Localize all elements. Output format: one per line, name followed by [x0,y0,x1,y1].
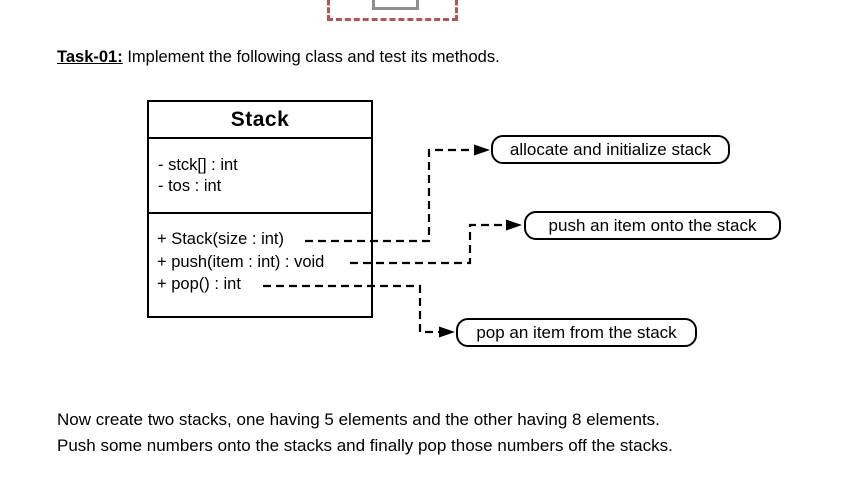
task-heading-label: Task-01: [57,48,123,66]
callout-allocate: allocate and initialize stack [491,135,730,164]
uml-class-title: Stack [149,102,371,139]
uml-method-push: + push(item : int) : void [157,252,325,271]
footer-paragraph: Now create two stacks, one having 5 elem… [57,407,673,459]
footer-line-1: Now create two stacks, one having 5 elem… [57,410,660,429]
connector-allocate-arrowhead [474,144,490,156]
uml-attribute-tos: - tos : int [158,177,222,195]
footer-line-2: Push some numbers onto the stacks and fi… [57,436,673,455]
connector-push-arrowhead [506,219,522,231]
uml-attribute-stck: - stck[] : int [158,156,238,174]
task-heading-text: Implement the following class and test i… [122,48,500,66]
uml-attributes-compartment: - stck[] : int - tos : int [149,139,371,214]
uml-methods-compartment: + Stack(size : int) + push(item : int) :… [149,214,371,296]
uml-method-pop: + pop() : int [157,275,241,293]
callout-push: push an item onto the stack [524,211,781,240]
connector-pop-arrowhead [439,326,455,338]
task-heading: Task-01: Implement the following class a… [57,48,500,67]
uml-method-constructor: + Stack(size : int) [157,230,284,248]
uml-class-box: Stack - stck[] : int - tos : int + Stack… [147,100,373,318]
selection-dashed-rect [327,0,458,21]
selection-handle-rect [372,0,419,10]
connector-push-line [350,223,509,265]
callout-pop: pop an item from the stack [456,318,697,347]
